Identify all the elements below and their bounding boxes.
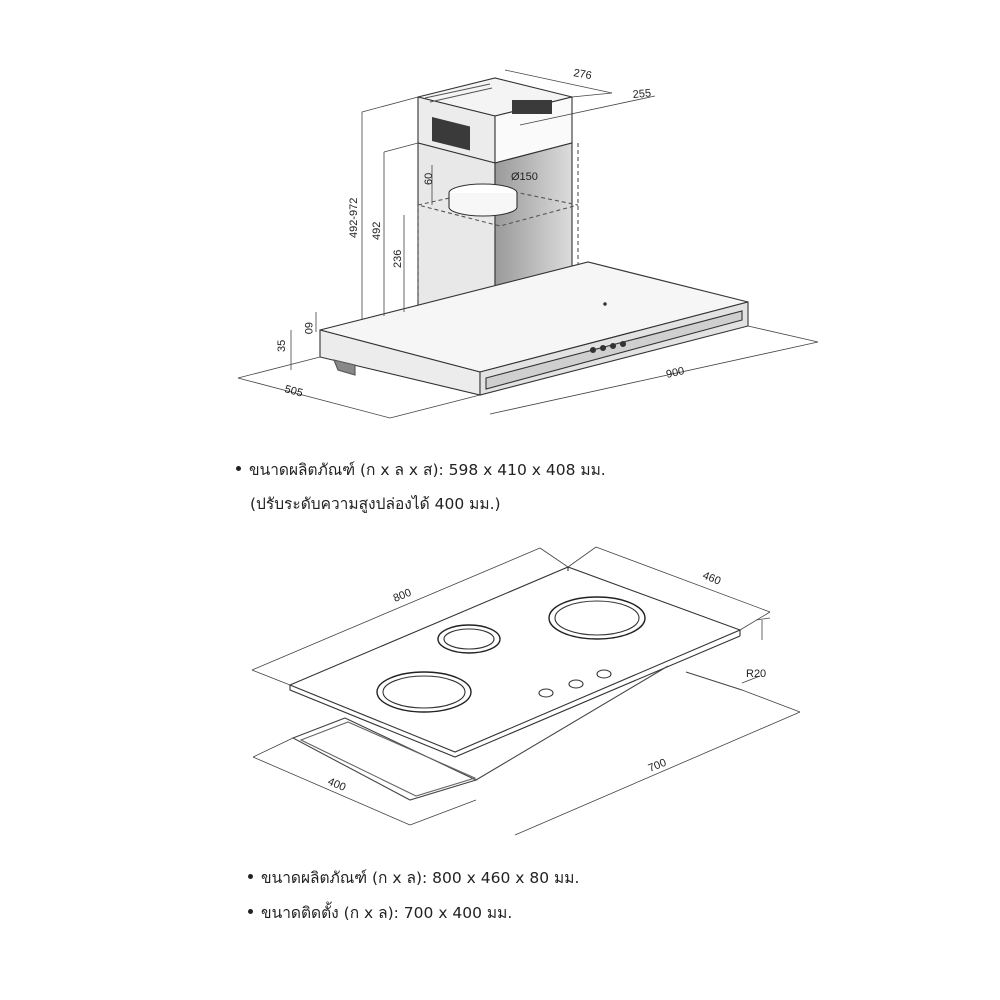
hob-glass-top: [288, 566, 742, 758]
hob-spec-size: ขนาดผลิตภัณฑ์ (ก x ล): 800 x 460 x 80 มม…: [248, 865, 579, 890]
hood-dimension-labels: 276 255 Ø150 60 492-972 492 236 60 35 50…: [276, 67, 686, 400]
hob-burners: [376, 596, 646, 713]
bullet-icon: [248, 874, 253, 879]
dim-hood-depth: 505: [283, 383, 304, 399]
dim-hob-depth: 460: [701, 570, 723, 588]
bullet-icon: [248, 909, 253, 914]
hood-spec-adjust-text: (ปรับระดับความสูงปล่องได้ 400 มม.): [250, 495, 501, 513]
hob-spec-install: ขนาดติดตั้ง (ก x ล): 700 x 400 มม.: [248, 900, 512, 925]
dim-hob-radius: R20: [746, 668, 766, 680]
dim-total-height-range: 492-972: [348, 198, 360, 238]
dim-chimney-depth: 276: [572, 67, 592, 82]
bullet-icon: [236, 466, 241, 471]
range-hood-drawing: [237, 69, 819, 419]
dim-canopy-offset: 60: [302, 322, 314, 334]
hob-cutout: [291, 665, 743, 801]
hob-spec-size-text: ขนาดผลิตภัณฑ์ (ก x ล): 800 x 460 x 80 มม…: [261, 869, 580, 887]
dim-cutout-depth: 400: [326, 776, 348, 794]
dim-upper-chimney: 492: [371, 222, 383, 240]
dim-hood-width: 900: [665, 365, 686, 381]
hood-spec-adjust: (ปรับระดับความสูงปล่องได้ 400 มม.): [250, 491, 501, 516]
dim-outlet-height: 60: [423, 173, 435, 185]
hood-canopy: [319, 261, 749, 396]
dim-outlet-diameter: Ø150: [511, 171, 538, 183]
dim-cutout-width: 700: [647, 757, 669, 775]
dim-hob-width: 800: [392, 587, 414, 605]
hood-spec-size: ขนาดผลิตภัณฑ์ (ก x ล x ส): 598 x 410 x 4…: [236, 457, 606, 482]
hob-spec-install-text: ขนาดติดตั้ง (ก x ล): 700 x 400 มม.: [261, 904, 513, 922]
hob-drawing: [251, 546, 801, 836]
hob-dimension-lines: [251, 546, 801, 836]
hood-spec-size-text: ขนาดผลิตภัณฑ์ (ก x ล x ส): 598 x 410 x 4…: [249, 461, 606, 479]
dim-lower-chimney: 236: [392, 250, 404, 268]
dim-chimney-width: 255: [632, 87, 651, 101]
hob-knobs: [538, 669, 612, 698]
hood-dimension-lines: [237, 69, 819, 419]
dim-canopy-thickness: 35: [276, 340, 288, 352]
